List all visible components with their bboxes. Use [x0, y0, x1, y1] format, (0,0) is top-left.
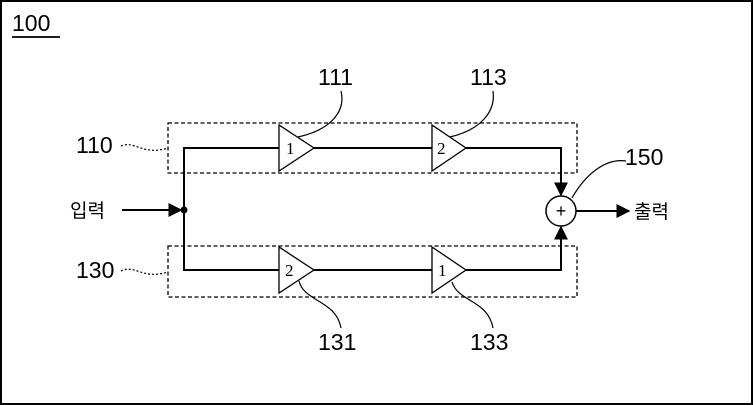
bottom-wire-out: [466, 225, 568, 271]
amp-111-stage: 1: [286, 139, 295, 158]
bottom-path-leader: [120, 268, 169, 275]
top-path-leader: [120, 144, 169, 151]
combiner-leader: [571, 160, 627, 199]
combiner-symbol: +: [556, 201, 567, 221]
amp-111: 1: [278, 123, 316, 173]
amp-133: 1: [431, 245, 468, 295]
amp-113: 2: [431, 123, 468, 173]
amp-111-ref: 111: [318, 64, 353, 90]
amp-111-leader: [297, 90, 343, 138]
amp-113-leader: [449, 90, 494, 138]
input-label: 입력: [70, 200, 105, 222]
combiner-circle: [545, 195, 577, 227]
amp-133-ref: 133: [470, 329, 508, 355]
amp-113-stage: 2: [437, 139, 446, 158]
amp-131-stage: 2: [285, 261, 294, 280]
amp-131-ref: 131: [318, 329, 356, 355]
amp-131-leader: [298, 280, 342, 329]
bottom-path-enclosure: [167, 245, 578, 298]
combiner-ref: 150: [625, 144, 663, 170]
amp-133-stage: 1: [438, 261, 447, 280]
bottom-path-ref: 130: [76, 257, 114, 283]
figure-ref: 100: [12, 10, 50, 36]
amp-133-leader: [451, 281, 494, 329]
amp-131: 2: [278, 245, 316, 295]
output-label: 출력: [634, 201, 669, 223]
top-path-ref: 110: [76, 132, 113, 158]
amp-113-ref: 113: [470, 64, 507, 90]
top-wire-out: [466, 147, 568, 197]
